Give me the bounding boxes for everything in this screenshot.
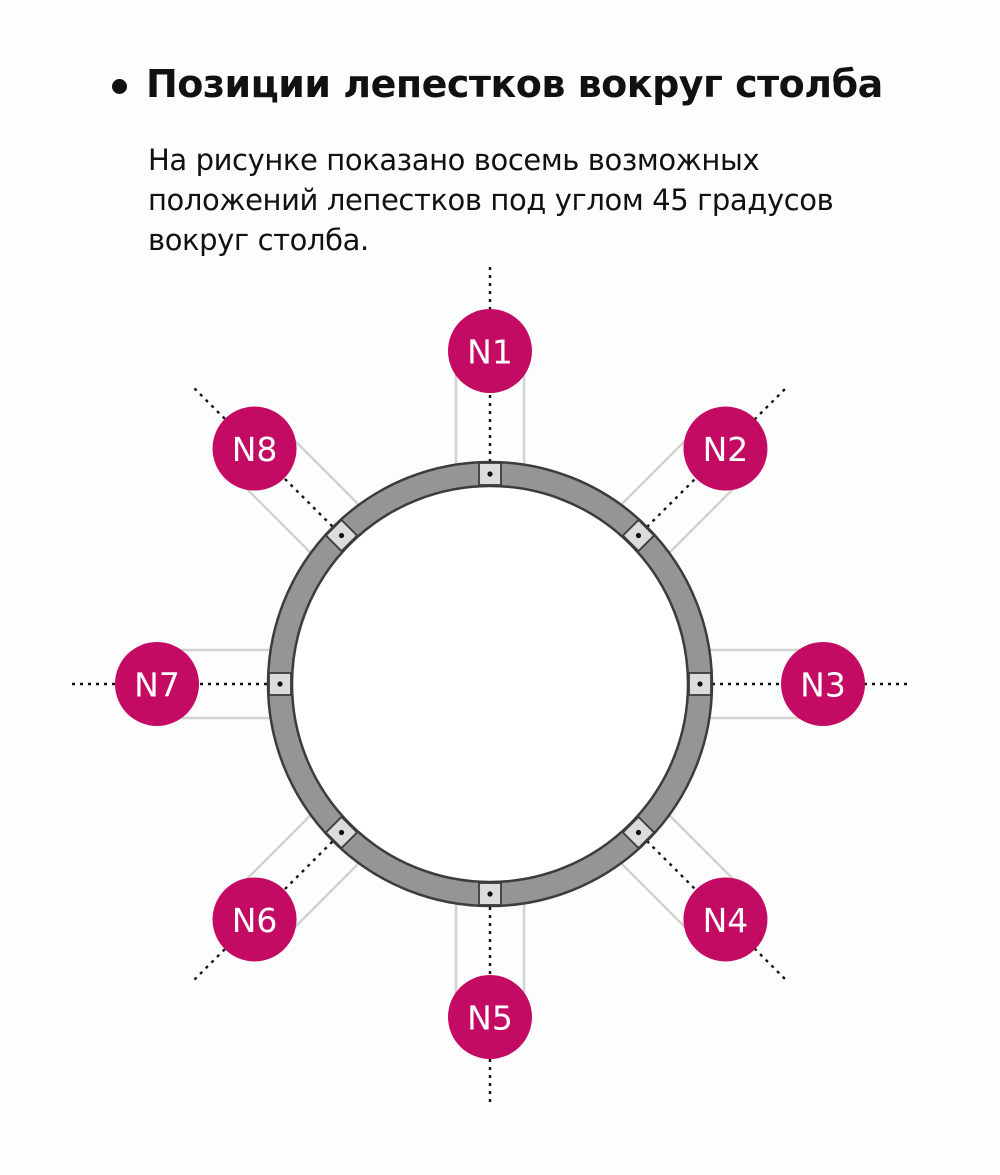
- petal-edge: [616, 858, 696, 938]
- slot-dot: [338, 532, 345, 539]
- slot-dot: [635, 532, 642, 539]
- description: На рисунке показано восемь возможных пол…: [148, 140, 908, 260]
- marker-label-n8: N8: [232, 430, 278, 469]
- petals-layer: [167, 361, 813, 1007]
- pole-ring-inner: [290, 484, 690, 884]
- description-line: вокруг столба.: [148, 223, 369, 257]
- marker-label-n7: N7: [134, 666, 180, 705]
- marker-n5: [448, 975, 532, 1059]
- marker-n1: [448, 309, 532, 393]
- marker-n4: [683, 877, 768, 962]
- petal-edge: [664, 810, 744, 890]
- slot-dot: [635, 829, 642, 836]
- description-line: На рисунке показано восемь возможных: [148, 143, 760, 177]
- slot-dot: [277, 681, 283, 687]
- slot-dot: [338, 829, 345, 836]
- marker-label-n6: N6: [232, 901, 278, 940]
- marker-n8: [212, 406, 297, 491]
- marker-label-n2: N2: [703, 430, 749, 469]
- petal-edge: [284, 430, 364, 510]
- description-line: положений лепестков под углом 45 градусо…: [148, 183, 834, 217]
- marker-n6: [212, 877, 297, 962]
- petal-edge: [616, 430, 696, 510]
- petal-edge: [236, 810, 316, 890]
- marker-label-n1: N1: [467, 333, 513, 372]
- page-title: Позиции лепестков вокруг столба: [146, 62, 883, 106]
- marker-n2: [683, 406, 768, 491]
- heading: Позиции лепестков вокруг столба: [112, 62, 883, 106]
- petal-edge: [664, 478, 744, 558]
- marker-n3: [781, 642, 865, 726]
- marker-label-n4: N4: [703, 901, 749, 940]
- marker-label-n3: N3: [800, 666, 846, 705]
- petal-edge: [236, 478, 316, 558]
- marker-n7: [115, 642, 199, 726]
- slot-dot: [697, 681, 703, 687]
- marker-label-n5: N5: [467, 999, 513, 1038]
- pole-ring-outer: [266, 460, 714, 908]
- slot-dot: [487, 891, 493, 897]
- petal-edge: [284, 858, 364, 938]
- slots-layer: [268, 462, 712, 906]
- slot-dot: [487, 471, 493, 477]
- bullet-icon: [112, 78, 127, 94]
